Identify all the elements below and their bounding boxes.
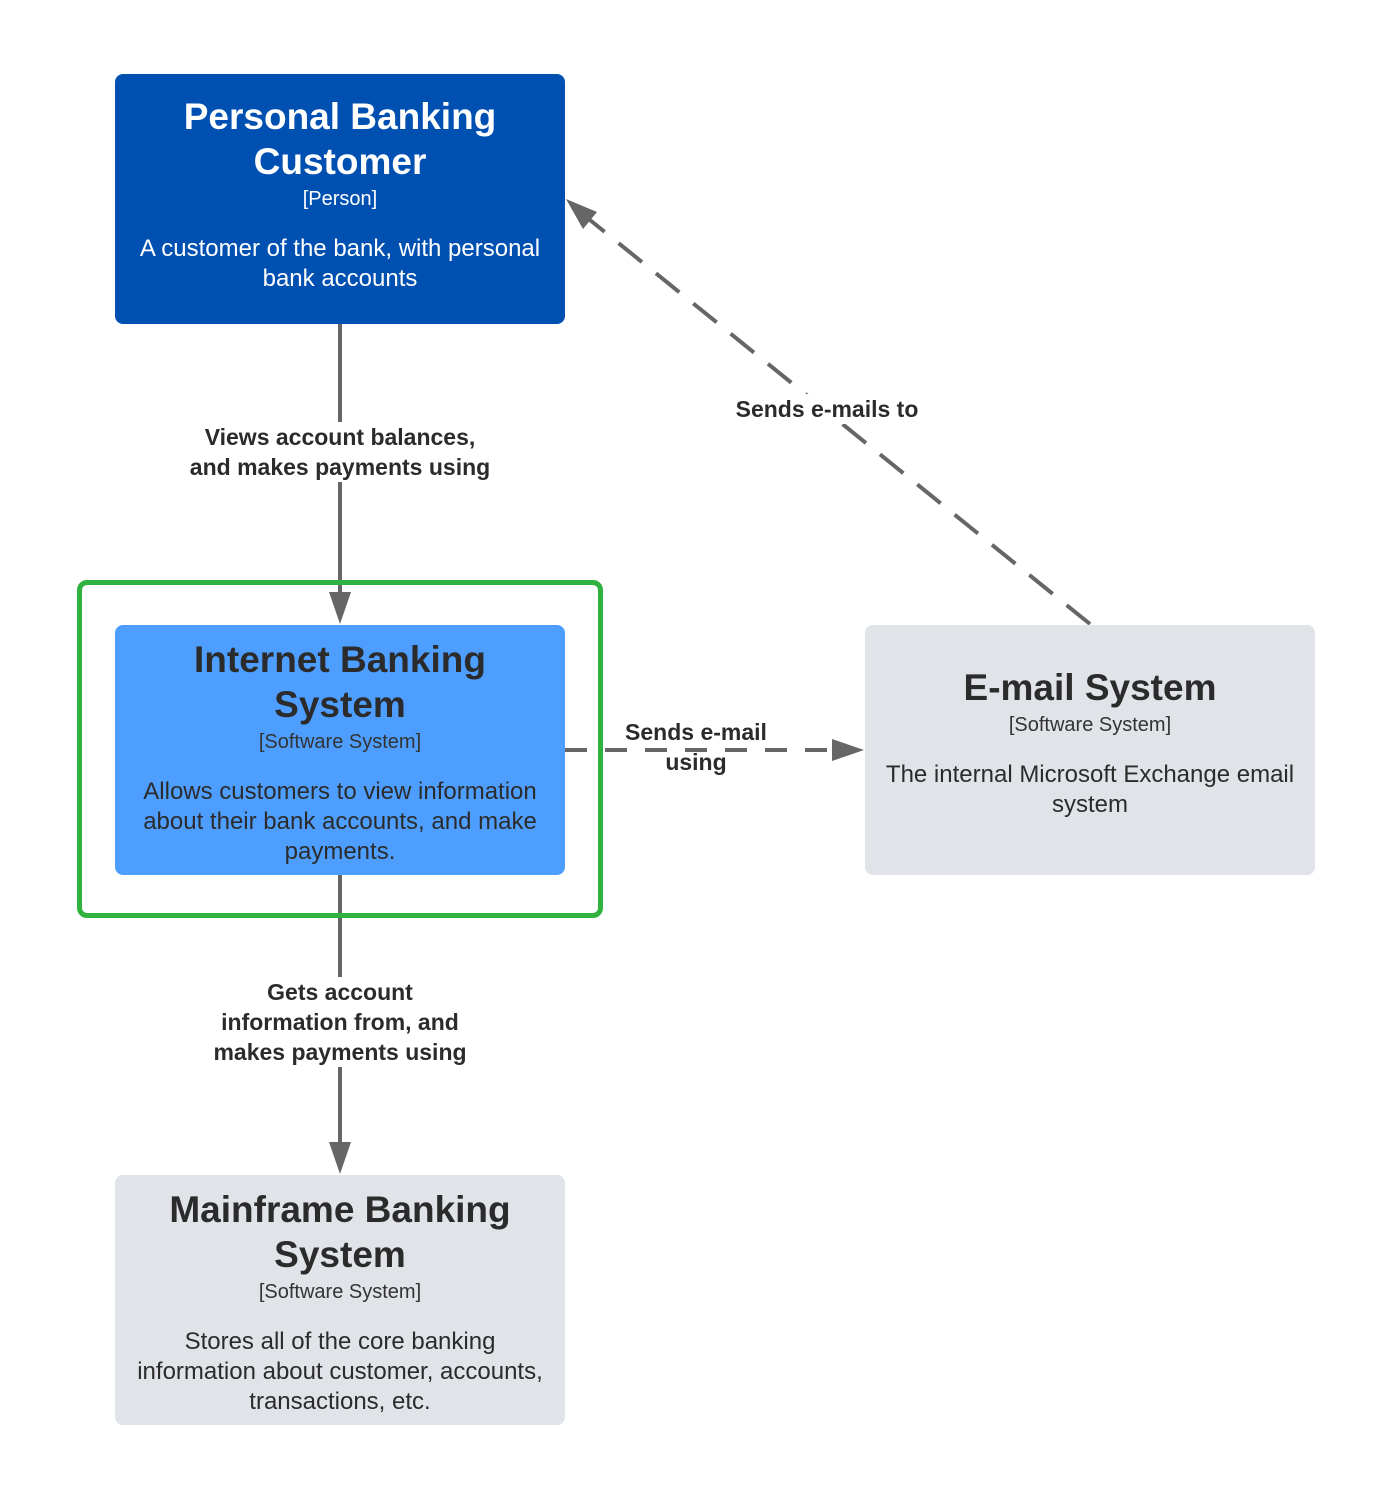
- arrowhead-mainframe: [329, 1142, 351, 1174]
- internet-banking-kind: [Software System]: [258, 731, 422, 753]
- internet-banking-system-box[interactable]: Internet Banking System [Software System…: [115, 625, 565, 875]
- internet-banking-description: Allows customers to view information abo…: [143, 778, 537, 865]
- email-title: E-mail System: [963, 667, 1217, 708]
- email-system-box[interactable]: E-mail System [Software System] The inte…: [865, 625, 1315, 875]
- arrowhead-customer: [566, 199, 597, 229]
- customer-title: Personal Banking Customer: [183, 96, 497, 182]
- arrowhead-internet-banking: [329, 592, 351, 624]
- internet-banking-title: Internet Banking System: [194, 639, 486, 725]
- mainframe-banking-system-box[interactable]: Mainframe Banking System [Software Syste…: [115, 1175, 565, 1425]
- mainframe-title: Mainframe Banking System: [169, 1189, 511, 1275]
- arrowhead-email: [832, 739, 864, 761]
- email-kind: [Software System]: [1008, 714, 1172, 736]
- mainframe-kind: [Software System]: [258, 1281, 422, 1303]
- system-boundary: [77, 580, 603, 918]
- mainframe-description: Stores all of the core banking informati…: [137, 1328, 543, 1415]
- customer-description: A customer of the bank, with personal ba…: [139, 235, 541, 292]
- person-customer-box[interactable]: Personal Banking Customer [Person] A cus…: [115, 74, 565, 324]
- edge-email-to-customer: [583, 214, 1092, 626]
- email-description: The internal Microsoft Exchange email sy…: [885, 761, 1295, 818]
- edge-label-sends-emails-to: Sends e-mails to: [731, 394, 923, 424]
- customer-kind: [Person]: [302, 188, 378, 210]
- edge-label-gets-info: Gets account information from, and makes…: [209, 977, 471, 1067]
- edge-label-sends-email-using: Sends e-mail using: [625, 719, 767, 775]
- edge-label-views: Views account balances, and makes paymen…: [185, 422, 495, 482]
